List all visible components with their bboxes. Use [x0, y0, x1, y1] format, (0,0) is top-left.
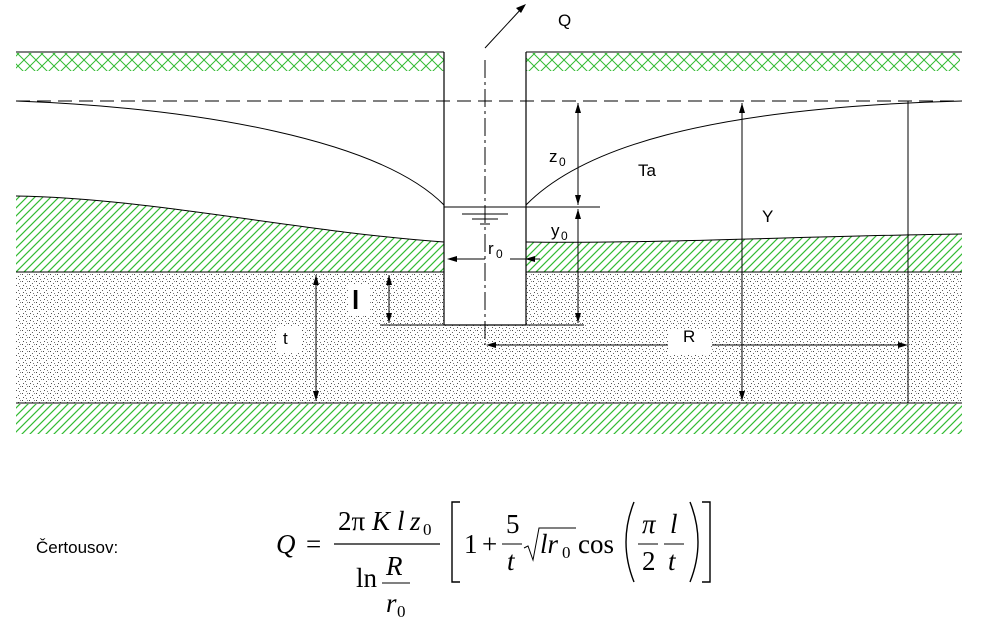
svg-text:2π: 2π	[338, 506, 366, 536]
total-head-label: Y	[762, 207, 773, 226]
svg-text:z: z	[409, 506, 421, 536]
svg-text:=: =	[306, 529, 321, 559]
bottom-impermeable-layer	[16, 404, 962, 434]
svg-text:0: 0	[397, 602, 406, 621]
impermeable-layer-right	[526, 234, 962, 272]
svg-text:1: 1	[464, 529, 478, 559]
drawdown-sub: 0	[559, 155, 566, 169]
svg-text:+: +	[482, 529, 497, 559]
discharge-arrow	[484, 7, 523, 49]
formula-author-label: Čertousov:	[36, 538, 119, 557]
svg-text:π: π	[642, 509, 657, 539]
screen-length-label: l	[352, 285, 359, 315]
formula: Q = 2π K l z 0 ln R r 0 1 + 5 t lr 0 cos…	[276, 501, 711, 621]
svg-text:Q: Q	[276, 529, 296, 559]
depression-curve-left	[15, 100, 445, 206]
svg-text:K: K	[371, 506, 392, 536]
well	[443, 52, 527, 345]
svg-text:r: r	[386, 588, 397, 618]
depression-curve-right	[525, 100, 963, 206]
layer-thickness-label: t	[283, 329, 288, 348]
discharge-label: Q	[558, 11, 571, 30]
drawdown-label: z	[549, 147, 558, 166]
water-depth-sub: 0	[561, 229, 568, 243]
svg-text:cos: cos	[578, 529, 614, 559]
svg-text:R: R	[385, 551, 403, 581]
well-radius-label: r	[488, 239, 494, 258]
impermeable-layer	[16, 196, 444, 272]
radius-of-influence-label: R	[683, 327, 695, 346]
svg-text:t: t	[668, 546, 677, 576]
svg-text:l: l	[670, 509, 678, 539]
well-radius-sub: 0	[496, 247, 503, 261]
aquifer-layer-label: Ta	[638, 161, 657, 180]
svg-text:0: 0	[423, 520, 432, 539]
svg-text:t: t	[507, 546, 516, 576]
svg-text:0: 0	[562, 543, 571, 562]
water-depth-label: y	[551, 221, 560, 240]
svg-text:5: 5	[506, 509, 520, 539]
svg-text:ln: ln	[356, 563, 378, 593]
svg-text:l: l	[397, 506, 405, 536]
svg-text:2: 2	[642, 546, 656, 576]
ground-surface	[16, 51, 962, 71]
svg-text:lr: lr	[540, 529, 559, 559]
